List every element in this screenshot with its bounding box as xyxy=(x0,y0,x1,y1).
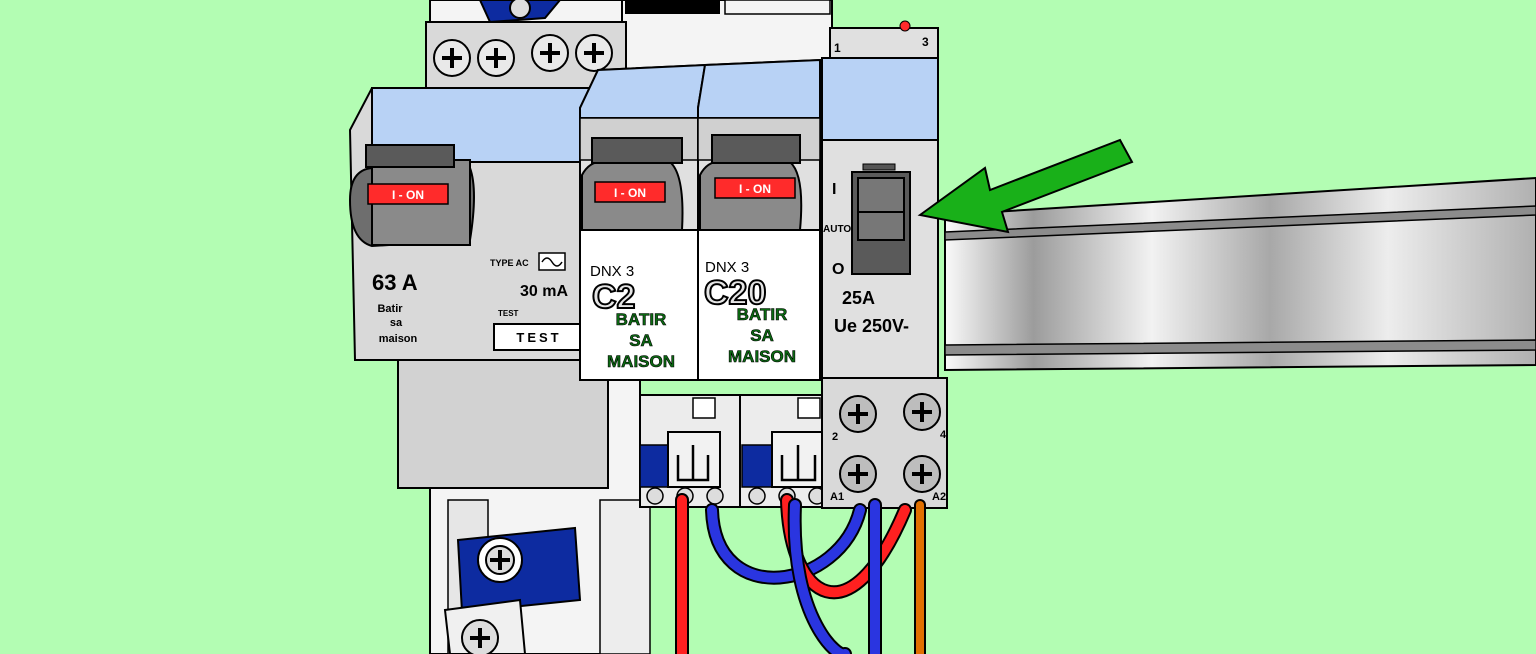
contactor-terminal-3: 3 xyxy=(922,35,929,49)
contactor-terminal-4: 4 xyxy=(940,429,947,441)
test-button-label: TEST xyxy=(516,330,561,345)
breaker-c20-brand-line-3: MAISON xyxy=(728,347,796,366)
neutral-terminal-block xyxy=(443,0,582,654)
breaker-c20-model: DNX 3 xyxy=(705,259,749,276)
contactor-coil-a1: A1 xyxy=(830,491,844,503)
contactor-rating: 25A xyxy=(842,288,875,308)
breaker-c2: I - ON DNX 3 C2 BATIR SA MAISON xyxy=(579,63,741,508)
breaker-c20: I - ON DNX 3 C20 BATIR SA MAISON xyxy=(697,58,836,508)
contactor-bottom-screws xyxy=(839,393,941,493)
contactor-voltage: Ue 250V- xyxy=(834,316,909,336)
differential-brand-line-1: Batir xyxy=(377,303,403,315)
breaker-c2-model: DNX 3 xyxy=(590,263,634,280)
breaker-c2-handle[interactable]: I - ON xyxy=(581,137,684,231)
breaker-c2-on-label: I - ON xyxy=(614,186,646,200)
contactor-pos-auto: AUTO xyxy=(823,224,851,235)
test-button[interactable] xyxy=(493,323,585,351)
differential-brand-line-2: sa xyxy=(390,317,403,329)
arrow-pointer-icon xyxy=(917,138,1134,234)
differential-rating: 63 A xyxy=(372,270,418,295)
differential-switch: I - ON 63 A Batir sa maison TYPE AC 30 m… xyxy=(348,21,627,489)
breaker-c2-curve: C2 xyxy=(592,278,635,316)
differential-test-mark: TEST xyxy=(498,309,519,318)
differential-sensitivity: 30 mA xyxy=(520,283,568,300)
breaker-c20-on-label: I - ON xyxy=(739,182,771,196)
contactor-coil-a2: A2 xyxy=(932,491,946,503)
din-rail xyxy=(944,176,1536,372)
differential-brand-line-3: maison xyxy=(379,333,418,345)
differential-handle[interactable]: I - ON xyxy=(348,144,475,248)
breaker-c20-curve: C20 xyxy=(704,274,766,312)
breaker-c20-handle[interactable]: I - ON xyxy=(699,134,803,231)
contactor: 1 3 I AUTO O 25A Ue 250V- 2 4 A1 A2 xyxy=(821,20,948,509)
contactor-pos-off: O xyxy=(832,261,844,278)
contactor-terminal-2: 2 xyxy=(832,431,838,443)
breaker-c20-brand-line-1: BATIR xyxy=(737,305,788,324)
contactor-selector-switch[interactable] xyxy=(851,163,911,275)
top-terminal-screws xyxy=(433,34,613,77)
breaker-c2-brand-line-2: SA xyxy=(629,331,653,350)
contactor-pos-on: I xyxy=(832,181,836,198)
differential-type: TYPE AC xyxy=(490,258,529,268)
differential-on-label: I - ON xyxy=(392,188,424,202)
ac-wave-icon-path xyxy=(541,257,563,267)
breaker-c2-brand-line-1: BATIR xyxy=(616,310,667,329)
breaker-c2-brand-line-3: MAISON xyxy=(607,352,675,371)
wires xyxy=(675,493,926,654)
breaker-c20-brand-line-2: SA xyxy=(750,326,774,345)
contactor-terminal-1: 1 xyxy=(834,41,841,55)
